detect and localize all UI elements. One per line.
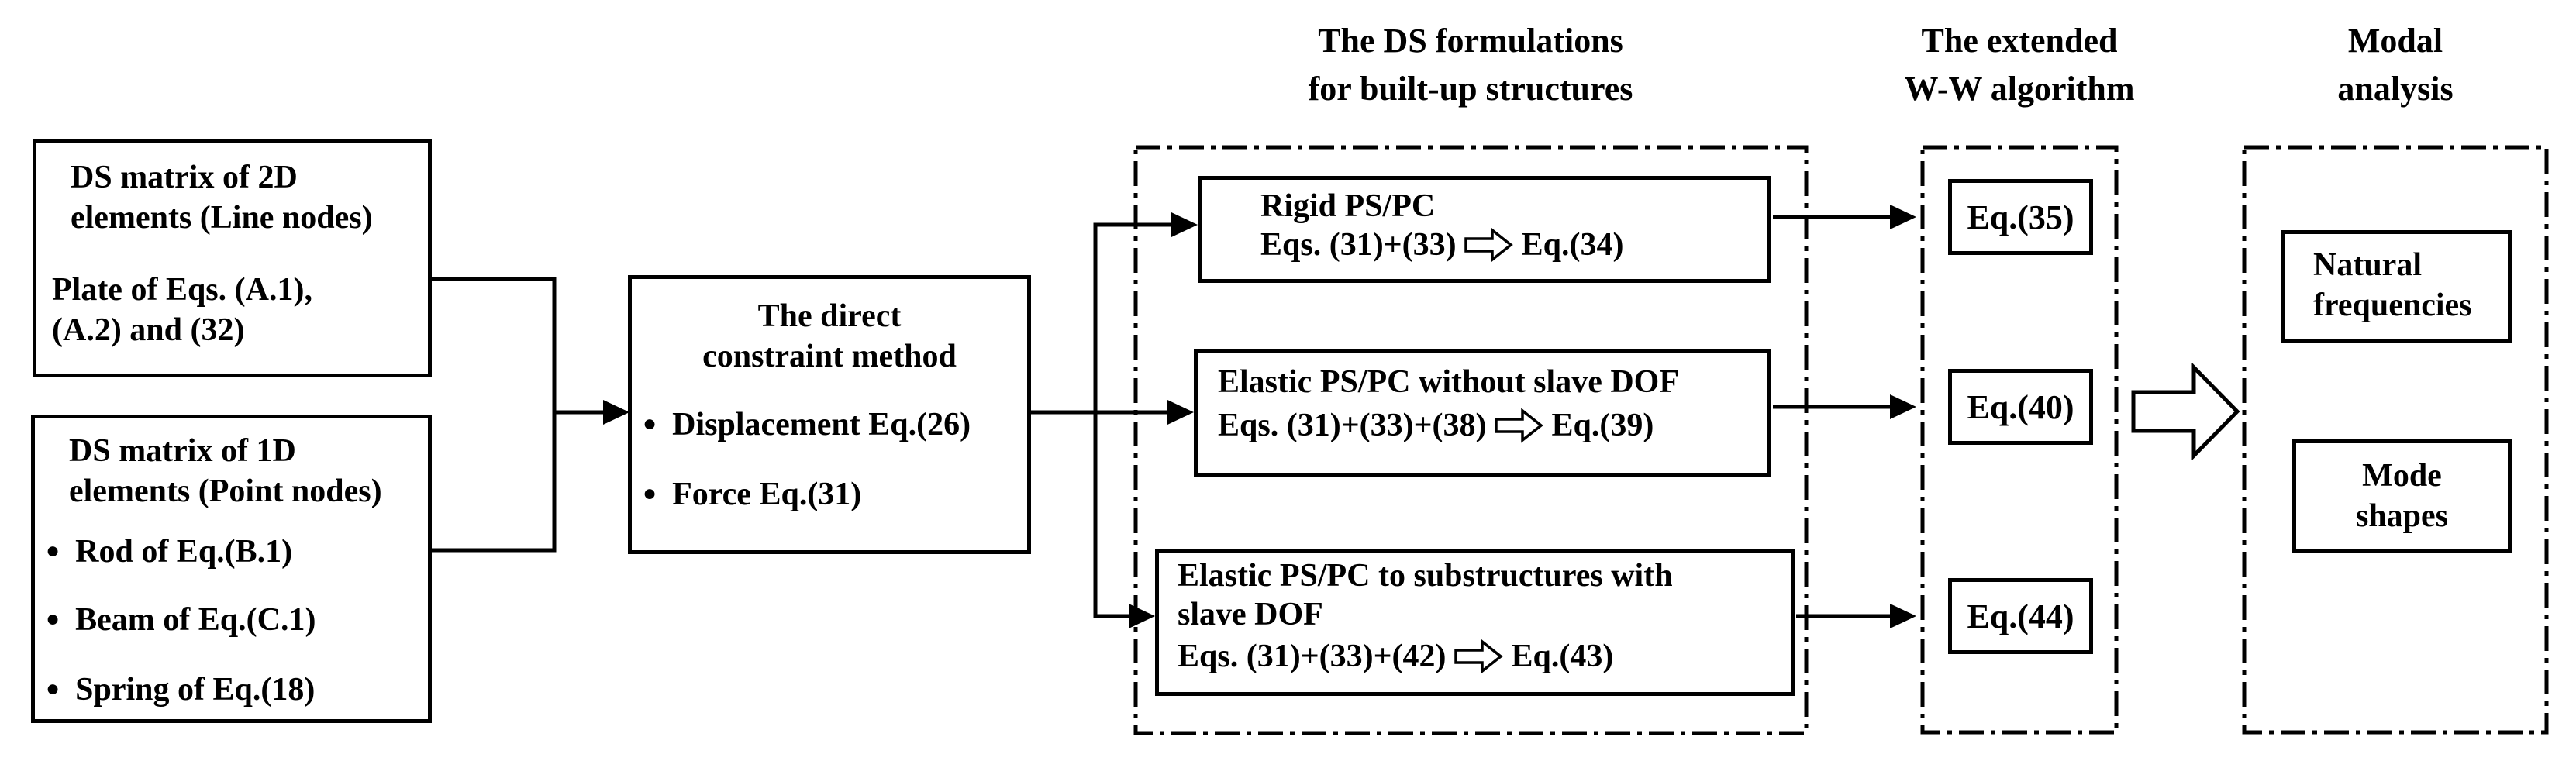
bullet-icon: ● (46, 676, 60, 701)
rigid-pspc-eq-pre: Eqs. (31)+(33) (1260, 227, 1457, 263)
eq44-box: Eq.(44) (1948, 578, 2093, 654)
eq40-label: Eq.(40) (1967, 387, 2074, 426)
elastic-no-slave-eq-pre: Eqs. (31)+(33)+(38) (1218, 408, 1487, 443)
rigid-pspc-box: Rigid PS/PC Eqs. (31)+(33) Eq.(34) (1198, 176, 1771, 283)
elastic-no-slave-title: Elastic PS/PC without slave DOF (1218, 364, 1679, 400)
direct-method-bullet-force-label: Force Eq.(31) (672, 477, 862, 512)
natural-frequencies-line2: frequencies (2313, 288, 2472, 323)
bullet-icon: ● (643, 480, 657, 506)
arrowhead-into-direct-method (603, 400, 629, 425)
ww-algorithm-header-line1: The extended (1921, 22, 2118, 60)
implies-arrow-icon (1464, 227, 1513, 263)
ds-1d-bullet-beam: ● Beam of Eq.(C.1) (46, 601, 316, 639)
ds-formulations-header: The DS formulations for built-up structu… (1199, 17, 1742, 112)
direct-method-title-line1: The direct (757, 298, 902, 334)
ww-arrow-lines (1773, 215, 1893, 618)
big-hollow-arrow-icon (2131, 362, 2240, 461)
ds-1d-bullet-rod: ● Rod of Eq.(B.1) (46, 533, 292, 570)
mode-shapes-box: Mode shapes (2292, 439, 2512, 553)
eq40-box: Eq.(40) (1948, 369, 2093, 445)
ds-2d-body-line1: Plate of Eqs. (A.1), (52, 272, 312, 308)
eq35-label: Eq.(35) (1967, 198, 2074, 236)
ds-1d-title-line2: elements (Point nodes) (69, 473, 382, 509)
ww-algorithm-header-line2: W-W algorithm (1904, 69, 2135, 108)
bullet-icon: ● (46, 538, 60, 563)
eq35-box: Eq.(35) (1948, 179, 2093, 255)
mode-shapes-line2: shapes (2355, 498, 2449, 534)
direct-method-bullet-force: ● Force Eq.(31) (643, 476, 861, 513)
ww-algorithm-header: The extended W-W algorithm (1864, 17, 2174, 112)
ds-formulations-header-line1: The DS formulations (1318, 22, 1623, 60)
arrowhead-into-elastic-no-slave (1167, 400, 1194, 425)
ds-2d-body-line2: (A.2) and (32) (52, 312, 245, 348)
direct-method-bullet-displacement-label: Displacement Eq.(26) (672, 407, 971, 442)
bullet-icon: ● (46, 606, 60, 632)
ds-1d-bullet-spring: ● Spring of Eq.(18) (46, 671, 315, 708)
rigid-pspc-title: Rigid PS/PC (1260, 188, 1436, 224)
rigid-pspc-equation-line: Eqs. (31)+(33) Eq.(34) (1260, 226, 1623, 263)
elastic-slave-eq-post: Eq.(43) (1511, 639, 1614, 674)
ds-formulations-header-line2: for built-up structures (1308, 69, 1633, 108)
ds-1d-bullet-rod-label: Rod of Eq.(B.1) (75, 534, 293, 570)
arrowhead-into-rigid (1171, 212, 1198, 237)
ds-2d-title-line1: DS matrix of 2D (71, 160, 298, 195)
ds-2d-title-line2: elements (Line nodes) (71, 200, 373, 236)
arrowhead-into-elastic-slave (1129, 604, 1155, 628)
arrowhead-into-eq35 (1890, 205, 1916, 229)
elastic-slave-title-line2: slave DOF (1178, 597, 1323, 632)
ds-1d-elements-box: DS matrix of 1D elements (Point nodes) ●… (31, 415, 432, 723)
elastic-slave-title-line1: Elastic PS/PC to substructures with (1178, 558, 1673, 594)
direct-method-title-line2: constraint method (702, 339, 957, 374)
arrowhead-into-eq44 (1890, 604, 1916, 628)
modal-analysis-header-line1: Modal (2347, 22, 2443, 60)
branch-connector-lines (1031, 222, 1179, 618)
natural-frequencies-line1: Natural (2313, 247, 2422, 283)
direct-method-bullet-displacement: ● Displacement Eq.(26) (643, 406, 971, 443)
direct-constraint-method-box: The direct constraint method ● Displaceme… (628, 275, 1031, 554)
elastic-no-slave-equation-line: Eqs. (31)+(33)+(38) Eq.(39) (1218, 407, 1654, 444)
arrowhead-into-eq40 (1890, 394, 1916, 419)
elastic-no-slave-box: Elastic PS/PC without slave DOF Eqs. (31… (1194, 349, 1771, 477)
bullet-icon: ● (643, 411, 657, 436)
implies-arrow-icon (1494, 408, 1543, 443)
implies-arrow-icon (1454, 639, 1503, 674)
ds-1d-title-line1: DS matrix of 1D (69, 433, 296, 469)
elastic-slave-box: Elastic PS/PC to substructures with slav… (1155, 549, 1795, 696)
ww-algorithm-container-border (1920, 145, 2119, 735)
natural-frequencies-box: Natural frequencies (2281, 230, 2512, 343)
rigid-pspc-eq-post: Eq.(34) (1521, 227, 1624, 263)
mode-shapes-line1: Mode (2362, 458, 2442, 494)
eq44-label: Eq.(44) (1967, 597, 2074, 635)
merge-connector-lines (430, 277, 609, 553)
elastic-slave-equation-line: Eqs. (31)+(33)+(42) Eq.(43) (1178, 638, 1613, 675)
ds-1d-bullet-beam-label: Beam of Eq.(C.1) (75, 602, 316, 638)
elastic-no-slave-eq-post: Eq.(39) (1551, 408, 1654, 443)
modal-analysis-header: Modal analysis (2240, 17, 2550, 112)
modal-analysis-header-line2: analysis (2337, 69, 2454, 108)
elastic-slave-eq-pre: Eqs. (31)+(33)+(42) (1178, 639, 1447, 674)
modal-analysis-container-border (2242, 145, 2549, 735)
ds-1d-bullet-spring-label: Spring of Eq.(18) (75, 672, 316, 708)
ds-formulations-container-border (1133, 145, 1809, 735)
ds-2d-elements-box: DS matrix of 2D elements (Line nodes) Pl… (33, 139, 432, 377)
